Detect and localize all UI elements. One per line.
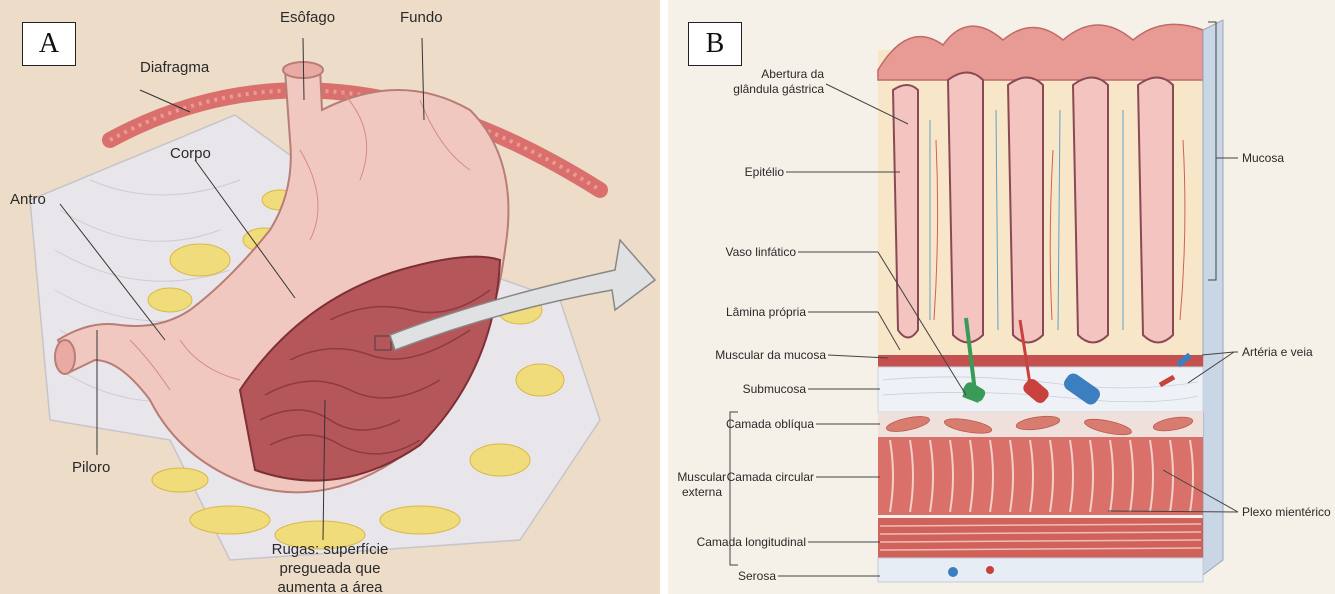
label-piloro: Piloro: [72, 459, 110, 476]
panel-a-stomach: A: [0, 0, 660, 594]
label-corpo: Corpo: [170, 145, 211, 162]
panel-b-tag: B: [688, 22, 742, 66]
label-vaso-linfatico: Vaso linfático: [726, 245, 797, 259]
label-abertura-1: Abertura da: [761, 67, 824, 81]
stomach-illustration: Esôfago Fundo Diafragma Corpo Antro Pilo…: [0, 0, 660, 594]
label-camada-longitudinal: Camada longitudinal: [697, 535, 806, 549]
label-rugas-1: Rugas: superfície: [272, 541, 389, 558]
label-fundo: Fundo: [400, 9, 443, 26]
pylorus-opening: [55, 340, 75, 374]
label-plexo: Plexo mientérico: [1242, 505, 1331, 519]
label-serosa: Serosa: [738, 569, 776, 583]
label-epitelio: Epitélio: [745, 165, 785, 179]
label-lamina-propria: Lâmina própria: [726, 305, 806, 319]
panel-a-tag: A: [22, 22, 76, 66]
muscularis-mucosae: [878, 355, 1203, 367]
block-side: [1203, 20, 1223, 575]
circular-layer: [878, 437, 1203, 515]
label-antro: Antro: [10, 191, 46, 208]
label-abertura-2: glândula gástrica: [733, 82, 824, 96]
wall-layers-illustration: Abertura da glândula gástrica Epitélio V…: [668, 0, 1335, 594]
label-camada-obliqua: Camada oblíqua: [726, 417, 814, 431]
label-submucosa: Submucosa: [743, 382, 807, 396]
label-rugas-3: aumenta a área: [277, 579, 383, 594]
mucosa-surface: [878, 24, 1203, 80]
label-arteria-veia: Artéria e veia: [1242, 345, 1313, 359]
label-esofago: Esôfago: [280, 9, 335, 26]
label-diafragma: Diafragma: [140, 59, 210, 76]
label-mucosa: Mucosa: [1242, 151, 1284, 165]
serosa-layer: [878, 558, 1203, 582]
label-muscular-externa-2: externa: [682, 485, 722, 499]
label-muscular-mucosa: Muscular da mucosa: [715, 348, 826, 362]
label-rugas-2: pregueada que: [280, 560, 381, 577]
panel-b-wall-layers: B: [668, 0, 1335, 594]
label-camada-circular: Camada circular: [727, 470, 814, 484]
label-muscular-externa-1: Muscular: [677, 470, 726, 484]
